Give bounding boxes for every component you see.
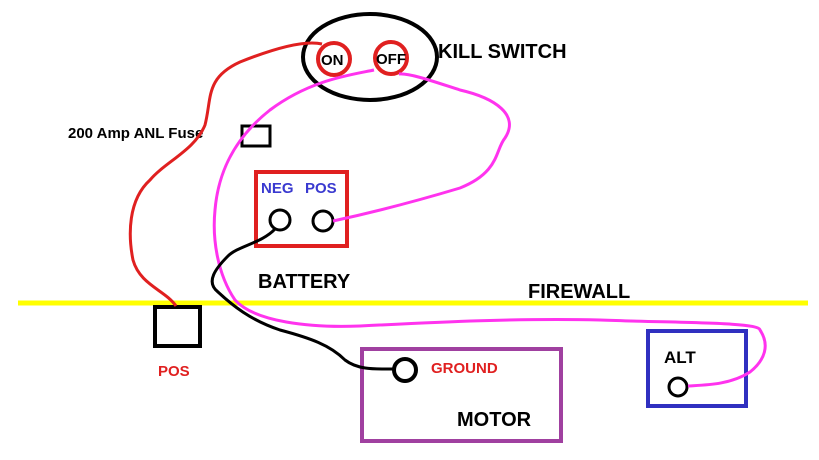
pos-post-box	[153, 305, 202, 348]
alt-terminal	[667, 376, 689, 398]
red-wire	[128, 41, 323, 307]
battery-neg-terminal	[268, 208, 292, 232]
ground-label: GROUND	[431, 360, 498, 377]
off-label: OFF	[376, 51, 406, 68]
pink-wire-battery-to-switch	[332, 72, 511, 223]
kill-switch-on-terminal	[316, 41, 352, 77]
alt-label: ALT	[664, 348, 696, 367]
battery-label: BATTERY	[258, 271, 351, 293]
battery-pos-label: POS	[305, 180, 337, 197]
motor-ground-terminal	[392, 357, 418, 383]
on-label: ON	[321, 52, 344, 69]
firewall-label: FIREWALL	[528, 281, 630, 303]
motor-label: MOTOR	[457, 409, 532, 431]
pink-wire-switch-to-alt	[212, 68, 767, 388]
motor-box	[360, 347, 563, 443]
fuse-label: 200 Amp ANL Fuse	[68, 125, 203, 142]
black-ground-wire	[210, 227, 395, 371]
anl-fuse	[240, 124, 272, 148]
kill-switch-outline	[301, 12, 439, 102]
kill-switch-off-terminal	[373, 40, 409, 76]
alt-box	[646, 329, 748, 408]
kill-switch-label: KILL SWITCH	[438, 41, 567, 63]
battery-box	[254, 170, 349, 248]
pos-post-label: POS	[158, 363, 190, 380]
battery-pos-terminal	[311, 209, 335, 233]
battery-neg-label: NEG	[261, 180, 294, 197]
